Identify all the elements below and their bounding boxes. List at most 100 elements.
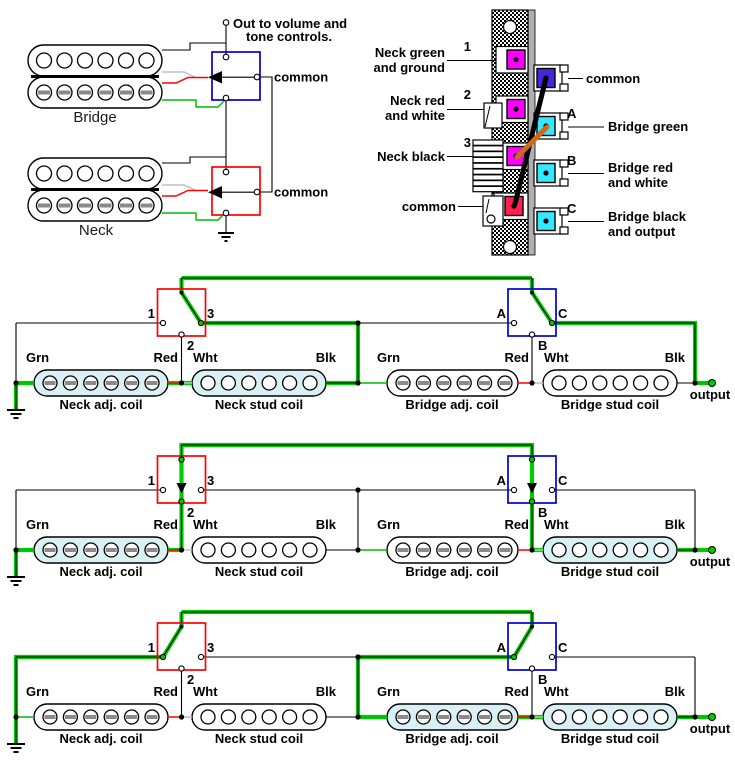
wire-red: Red xyxy=(504,350,529,365)
contact-bracket xyxy=(482,102,504,227)
neck-red-label2: and white xyxy=(385,108,445,123)
coil-name: Bridge stud coil xyxy=(561,564,659,579)
wire-blk: Blk xyxy=(316,517,337,532)
contact-3: 3 xyxy=(207,473,214,488)
neck-red-label1: Neck red xyxy=(390,93,445,108)
common-left-label: common xyxy=(402,199,456,214)
terminal-bridge-C xyxy=(536,210,556,232)
contact-1: 1 xyxy=(148,640,155,655)
neck-green-label2: and ground xyxy=(374,60,446,75)
terminal-letter: A xyxy=(567,106,577,121)
wire-wht: Wht xyxy=(544,684,569,699)
output-jack xyxy=(708,713,716,721)
coil-name: Neck adj. coil xyxy=(59,397,142,412)
bridge-red-label2: and white xyxy=(608,175,668,190)
terminal-num: 3 xyxy=(464,135,471,150)
bridge-red-label1: Bridge red xyxy=(608,160,673,175)
coil-name: Bridge stud coil xyxy=(561,731,659,746)
contact-B: B xyxy=(538,338,547,353)
ground-icon xyxy=(7,743,25,753)
coil-name: Neck stud coil xyxy=(215,397,303,412)
bridge-selector-switch xyxy=(208,51,261,102)
wire-grn: Grn xyxy=(26,684,49,699)
ground-icon xyxy=(218,232,234,242)
wire-grn: Grn xyxy=(377,684,400,699)
switch-physical-view: 1 Neck green and ground 2 Neck red and w… xyxy=(374,9,688,256)
coil-name: Bridge stud coil xyxy=(561,397,659,412)
contact-C: C xyxy=(558,306,568,321)
contact-2: 2 xyxy=(187,505,194,520)
output-jack xyxy=(708,546,716,554)
contact-C: C xyxy=(558,473,568,488)
neck-pickup xyxy=(26,156,164,223)
wires xyxy=(15,444,696,576)
output-label: output xyxy=(690,554,731,569)
ground-icon xyxy=(7,576,25,586)
right-lug-frames xyxy=(533,64,569,235)
wire-grn: Grn xyxy=(26,350,49,365)
position-row-2: 1 3 2 A C B Grn Red Wht Blk Grn Red Wht … xyxy=(7,442,731,586)
coil-name: Neck stud coil xyxy=(215,564,303,579)
bridge-black-label1: Bridge black xyxy=(608,209,687,224)
pickup-schematic: Bridge Neck Out to volume and tone contr… xyxy=(26,16,347,242)
bridge-green-label: Bridge green xyxy=(608,119,688,134)
coil-name: Bridge adj. coil xyxy=(405,731,498,746)
output-jack xyxy=(708,379,716,387)
terminal-neck-1 xyxy=(506,49,526,70)
wiper-spring xyxy=(472,139,504,193)
wire-grn: Grn xyxy=(377,350,400,365)
lever-arrow-icon xyxy=(176,483,187,494)
wire-wht: Wht xyxy=(193,350,218,365)
contact-2: 2 xyxy=(187,672,194,687)
wire-red: Red xyxy=(504,517,529,532)
terminal-letter: B xyxy=(567,153,576,168)
contact-3: 3 xyxy=(207,640,214,655)
bridge-black-label2: and output xyxy=(608,224,676,239)
wire-wht: Wht xyxy=(544,517,569,532)
output-label: output xyxy=(690,721,731,736)
contact-B: B xyxy=(538,672,547,687)
contact-C: C xyxy=(558,640,568,655)
mount-hole xyxy=(502,19,518,35)
wire-red: Red xyxy=(153,684,178,699)
jumper-wire-orange xyxy=(514,124,550,160)
common-right-label: common xyxy=(586,71,640,86)
position-row-1: 1 3 2 A C B Grn Red Wht Blk Grn Red Wht … xyxy=(7,275,731,419)
contact-A: A xyxy=(497,473,507,488)
coil-name: Neck adj. coil xyxy=(59,731,142,746)
out-note-line1: Out to volume and xyxy=(233,16,347,31)
wire-blk: Blk xyxy=(665,517,686,532)
neck-black-label: Neck black xyxy=(377,149,446,164)
wire-red: Red xyxy=(504,684,529,699)
terminal-num: 2 xyxy=(464,87,471,102)
wires xyxy=(15,277,696,409)
contact-2: 2 xyxy=(187,338,194,353)
wire-grn: Grn xyxy=(26,517,49,532)
contact-B: B xyxy=(538,505,547,520)
output-label: output xyxy=(690,387,731,402)
terminal-num: 1 xyxy=(464,39,471,54)
terminal-neck-2 xyxy=(506,98,526,120)
wire-red: Red xyxy=(153,517,178,532)
bridge-common-label: common xyxy=(274,70,328,85)
neck-pickup-label: Neck xyxy=(79,222,114,239)
hookup-wires xyxy=(162,25,273,233)
terminal-bridge-B xyxy=(536,162,556,184)
contact-A: A xyxy=(497,306,507,321)
output-terminal xyxy=(222,19,230,26)
coil-name: Bridge adj. coil xyxy=(405,564,498,579)
wire-blk: Blk xyxy=(316,350,337,365)
neck-green-label1: Neck green xyxy=(375,45,445,60)
wires xyxy=(15,611,696,743)
wire-grn: Grn xyxy=(377,517,400,532)
position-row-3: 1 3 2 A C B Grn Red Wht Blk Grn Red Wht … xyxy=(7,609,731,753)
neck-selector-switch xyxy=(208,166,261,217)
bridge-pickup-label: Bridge xyxy=(73,109,116,126)
wire-blk: Blk xyxy=(665,350,686,365)
wire-blk: Blk xyxy=(665,684,686,699)
bridge-pickup xyxy=(26,43,164,110)
coil-name: Neck adj. coil xyxy=(59,564,142,579)
wire-wht: Wht xyxy=(544,350,569,365)
terminal-letter: C xyxy=(567,201,577,216)
